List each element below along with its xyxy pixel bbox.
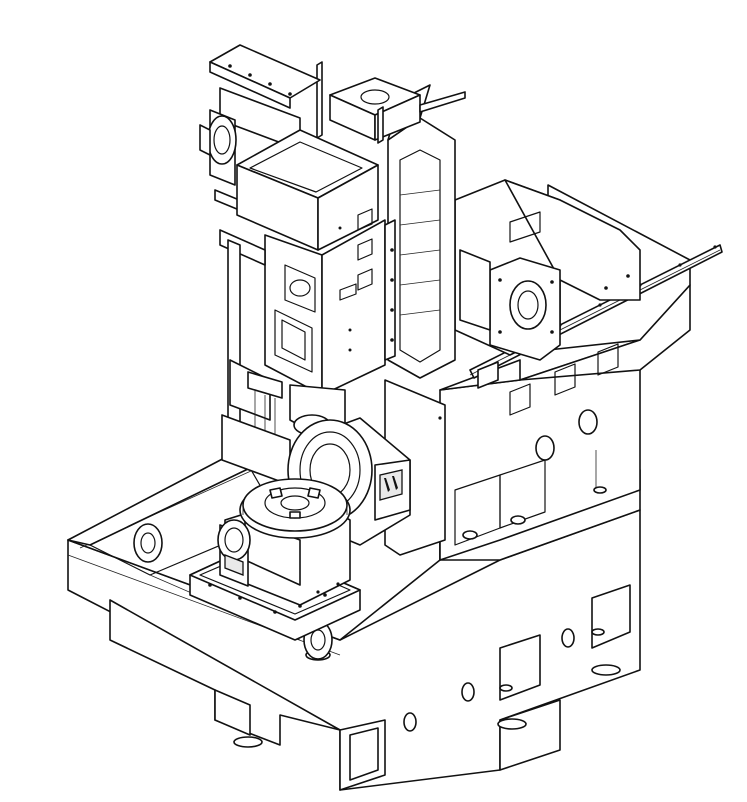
y-axis-rail	[316, 61, 466, 379]
servo-motor-mount	[454, 179, 641, 361]
rotary-table-c-axis	[189, 478, 361, 641]
spindle-head-assembly	[219, 129, 396, 486]
